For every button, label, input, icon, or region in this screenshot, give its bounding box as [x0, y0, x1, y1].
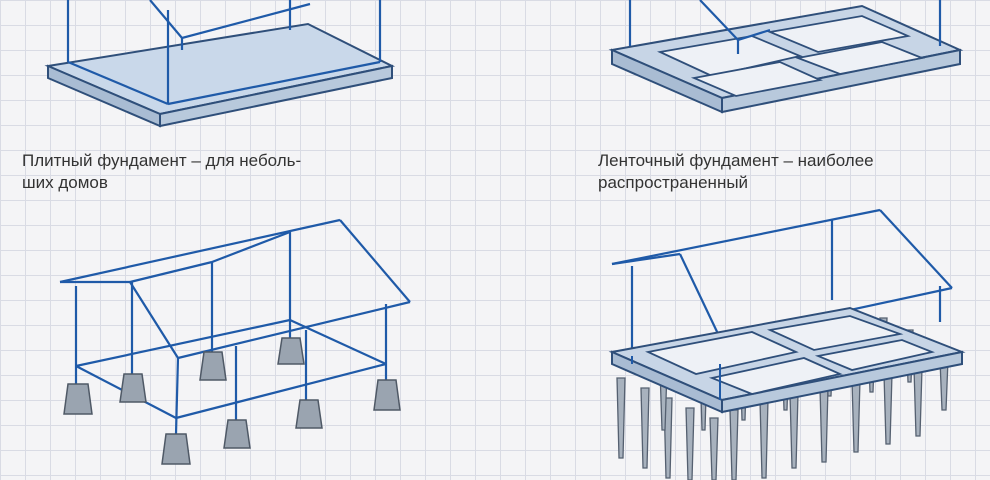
pile-grillage-side [721, 350, 963, 414]
column-foundation-figure [59, 218, 411, 465]
slab-house-frame [66, 0, 382, 106]
column-house-frame [59, 218, 411, 435]
pile [789, 393, 799, 469]
footing-block [63, 383, 93, 415]
pile [709, 417, 719, 480]
column-footing-blocks [63, 337, 401, 465]
pile-foundation-figure [608, 208, 966, 480]
strip-house-frame [628, 0, 942, 54]
pile [883, 373, 893, 445]
footing-block [119, 373, 147, 403]
slab-caption-line2: ших домов [22, 173, 108, 192]
strip-caption-line2: распространенный [598, 173, 749, 192]
strip-foundation-caption: Ленточный фундамент – наиболее распростр… [598, 150, 874, 194]
strip-caption-line1: Ленточный фундамент – наиболее [598, 151, 874, 170]
strip-foundation-openings [657, 15, 926, 97]
slab-foundation-caption: Плитный фундамент – для неболь- ших домо… [22, 150, 301, 194]
footing-block [373, 379, 401, 411]
pile [685, 407, 695, 480]
footing-block [161, 433, 191, 465]
pile [913, 367, 923, 437]
slab-foundation-side [159, 64, 393, 128]
pile [851, 379, 861, 453]
pile [616, 377, 626, 459]
footing-block [277, 337, 305, 365]
pile [640, 387, 650, 469]
slab-caption-line1: Плитный фундамент – для неболь- [22, 151, 302, 170]
footing-block [199, 351, 227, 381]
pile [729, 409, 739, 480]
footing-block [223, 419, 251, 449]
pile [759, 399, 769, 479]
pile [819, 387, 829, 463]
strip-foundation-figure [608, 0, 964, 114]
footing-block [295, 399, 323, 429]
slab-foundation-figure [44, 0, 396, 128]
pile-grillage-openings [645, 315, 936, 395]
pile-frame-foreground [631, 356, 721, 400]
